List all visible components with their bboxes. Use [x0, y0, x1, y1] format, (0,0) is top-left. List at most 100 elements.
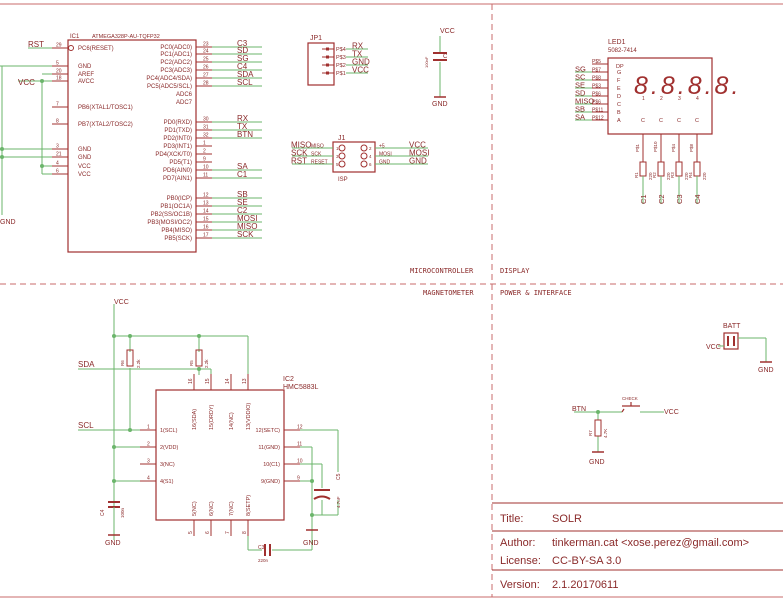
ic1-left-pin-num: 7	[56, 102, 59, 108]
ic1-right-pin-name: PD3(INT1)	[163, 144, 192, 150]
ic1-net-label: MISO	[237, 222, 257, 231]
version-label: Version:	[500, 579, 540, 591]
led1-common-pin: P$4	[671, 143, 676, 152]
led1-seg-pin: P$12	[592, 116, 604, 122]
j1-pad	[338, 144, 346, 152]
ic1-right-pin-name: PC0(ADC0)	[160, 45, 192, 51]
ic1-left-pin-name: AREF	[78, 72, 94, 78]
ic1-net-label: C3	[237, 39, 248, 48]
ic1-right-pin-num: 15	[203, 217, 209, 223]
j1-pad-num: 4	[369, 154, 372, 159]
jp1-net-label: GND	[352, 58, 370, 67]
ic2-right-pin-name: 9(GND)	[261, 479, 280, 485]
j1-pad	[338, 152, 346, 160]
cap-top-gnd: GND	[432, 101, 448, 108]
ic1-net-label: TX	[237, 122, 248, 131]
j1-right-pin: GND	[379, 160, 391, 166]
j1-pad-num: 5	[336, 162, 339, 167]
ic2-bottom-pin-name: 6(NC)	[209, 501, 215, 516]
section-label-power: POWER & INTERFACE	[500, 289, 572, 297]
jp1-pin-marker	[326, 47, 329, 51]
r6-value: 2.2k	[136, 359, 141, 368]
led1-digits: 8.8.8.8.	[634, 72, 741, 100]
ic2-right-pin-num: 9	[297, 476, 300, 482]
license-value: CC-BY-SA 3.0	[552, 555, 621, 567]
ic2-top-pin-num: 13	[242, 378, 248, 384]
r7-label: R7	[588, 430, 593, 436]
ic1-right-pin-name: ADC7	[176, 100, 193, 106]
ic1-left-pin-num: 29	[56, 43, 62, 49]
ic1-net-label: C2	[237, 206, 248, 215]
mag-gnd-right: GND	[303, 540, 319, 547]
j1-left-pin: RESET	[311, 160, 328, 166]
ic2-bottom-pin-num: 6	[205, 531, 211, 534]
jp1-pin-marker	[326, 63, 329, 67]
led1-common-net: C1	[639, 194, 648, 204]
c3-value: 220n	[258, 558, 269, 563]
led1-common-pin: P$8	[689, 143, 694, 152]
ic2-right-pin-name: 12(SETC)	[256, 428, 281, 434]
led1-seg-net: SG	[575, 65, 586, 74]
ic1-net-label: SDA	[237, 70, 254, 79]
mag-vcc: VCC	[114, 299, 129, 306]
ic2-left-pin-num: 3	[147, 459, 150, 465]
j1-sub: ISP	[338, 177, 348, 183]
mag-gnd-left: GND	[105, 540, 121, 547]
led1-common-resistor	[639, 161, 647, 177]
section-label-magnetometer: MAGNETOMETER	[423, 289, 474, 297]
ic2-right-pin-num: 10	[297, 459, 303, 465]
ic1-right-pin-name: PC2(ADC2)	[160, 60, 192, 66]
ic2-left-pin-num: 2	[147, 442, 150, 448]
jp1-pin-num: P$3	[336, 55, 346, 61]
ic1-left-pin-name: AVCC	[78, 79, 95, 85]
led1-resistor-ref: R2	[652, 172, 657, 178]
led1-common-label: C	[695, 118, 699, 124]
jp1-pin-num: P$2	[336, 63, 346, 69]
license-label: License:	[500, 555, 541, 567]
j1-left-net: MISO	[291, 141, 311, 150]
led1-dp-seg: DP	[616, 64, 624, 70]
ic2-left-pin-name: 3(NC)	[160, 462, 175, 468]
led1-seg-net: SA	[575, 113, 585, 122]
led1-seg-pin: P$7	[592, 68, 601, 74]
ic1-right-pin-name: PB4(MISO)	[161, 228, 192, 234]
led1-seg-net: SD	[575, 89, 586, 98]
sheet-frame	[0, 3, 783, 598]
led1-digit-num: 4	[696, 96, 699, 102]
led1-resistor-value: 220	[666, 172, 671, 180]
ic1-left-pin-num: 8	[56, 119, 59, 125]
led1-seg-name: A	[617, 118, 621, 124]
ic1-net-label: SD	[237, 46, 248, 55]
ic1-right-pin-num: 2	[203, 149, 206, 155]
ic1-right-pin-name: PB0(ICP)	[167, 196, 192, 202]
j1-right-net: MOSI	[409, 149, 429, 158]
j1-left-pin: SCK	[311, 152, 322, 158]
jp1-pin-num: P$1	[336, 71, 346, 77]
j1-right-pin: MOSI	[379, 152, 392, 158]
led1-resistor-ref: R1	[634, 172, 639, 178]
ic2-ref: IC2	[283, 376, 294, 383]
led1-seg-pin: P$6	[592, 92, 601, 98]
j1-pad	[338, 160, 346, 168]
ic1-right-pin-num: 13	[203, 201, 209, 207]
led1-common-net: C2	[657, 194, 666, 204]
ic1-right-pin-name: PB5(SCK)	[164, 236, 192, 242]
ic2-top-pin-name: 16(SDA)	[192, 409, 198, 430]
cap-top-vcc: VCC	[440, 28, 455, 35]
ic1-right-pin-name: PD4(XCK/T0)	[155, 152, 192, 158]
ic1-left-pin-name: GND	[78, 64, 92, 70]
ic2-left-pin-name: 2(VDD)	[160, 445, 179, 451]
section-label-display: DISPLAY	[500, 267, 530, 275]
gnd-net-label: GND	[0, 219, 16, 226]
ic1-left-pin-num: 18	[56, 76, 62, 82]
ic2-body	[155, 389, 285, 521]
ic1-left-pin-num: 20	[56, 69, 62, 75]
ic1-right-pin-name: ADC6	[176, 92, 193, 98]
j1-left-net: RST	[291, 157, 307, 166]
ic1-right-pin-num: 26	[203, 65, 209, 71]
